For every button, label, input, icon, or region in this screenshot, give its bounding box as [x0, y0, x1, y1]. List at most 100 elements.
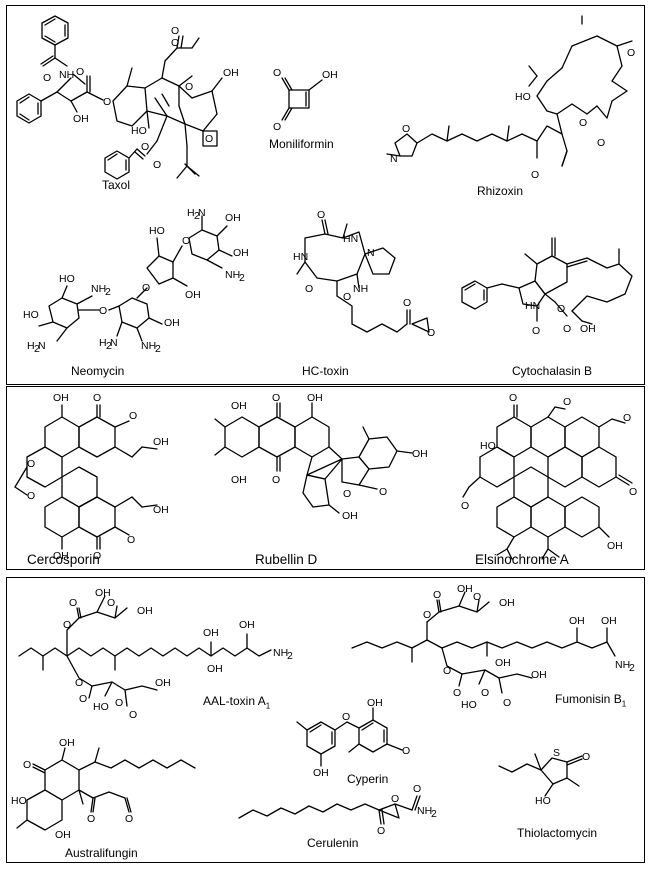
cyperin-label: Cyperin [347, 772, 389, 786]
svg-text:N: N [367, 247, 375, 259]
svg-text:OH: OH [185, 289, 201, 301]
svg-text:HO: HO [131, 125, 147, 137]
panel-2: OH O O OH OH O O OH O O OH O OH OH O OH … [6, 386, 645, 570]
svg-text:OH: OH [412, 448, 428, 460]
svg-text:HO: HO [515, 91, 531, 103]
svg-text:OH: OH [457, 583, 473, 595]
svg-text:O: O [317, 209, 325, 221]
svg-text:O: O [343, 291, 351, 303]
svg-text:O: O [402, 745, 410, 757]
svg-text:O: O [503, 697, 511, 709]
svg-text:OH: OH [137, 605, 153, 617]
svg-text:O: O [205, 133, 213, 145]
svg-text:O: O [142, 282, 150, 294]
svg-text:O: O [23, 759, 31, 771]
svg-text:N: N [38, 340, 46, 352]
svg-text:O: O [69, 597, 77, 609]
svg-text:NH: NH [615, 659, 630, 671]
cercosporin-label: Cercosporin [27, 552, 100, 567]
svg-text:O: O [557, 303, 565, 315]
svg-text:OH: OH [53, 550, 69, 562]
svg-text:NH: NH [417, 805, 432, 817]
svg-text:O: O [343, 488, 351, 500]
svg-text:O: O [305, 283, 313, 295]
hc-toxin-structure: O HN HN N O O NH O O [293, 209, 435, 339]
svg-text:HN: HN [525, 300, 540, 312]
svg-text:OH: OH [342, 510, 358, 522]
svg-text:O: O [413, 783, 421, 795]
svg-text:O: O [171, 37, 179, 49]
svg-text:OH: OH [164, 317, 180, 329]
svg-text:HO: HO [480, 440, 496, 452]
panel-1: O NH O OH O O O O OH HO O O O O O OH [6, 5, 645, 385]
svg-text:OH: OH [225, 212, 241, 224]
svg-text:O: O [473, 591, 481, 603]
svg-text:O: O [99, 305, 107, 317]
taxol-label: Taxol [102, 178, 131, 192]
australifungin-structure: OH O HO OH O O [11, 737, 196, 841]
svg-text:2: 2 [34, 343, 40, 355]
rhizoxin-structure: N O HO O O O O [386, 15, 635, 181]
svg-text:N: N [110, 337, 118, 349]
fumonisin-b1-subscript: 1 [621, 699, 627, 709]
cytochalasin-b-label: Cytochalasin B [512, 364, 593, 378]
svg-text:NH: NH [273, 647, 288, 659]
hc-toxin-label: HC-toxin [302, 364, 349, 378]
svg-text:OH: OH [153, 436, 169, 448]
svg-text:O: O [623, 412, 631, 424]
svg-text:O: O [377, 825, 385, 837]
svg-text:O: O [75, 677, 83, 689]
svg-text:O: O [423, 609, 431, 621]
svg-text:O: O [597, 137, 605, 149]
svg-text:OH: OH [155, 677, 171, 689]
svg-text:2: 2 [629, 662, 635, 674]
taxol-structure: O NH O OH O O O O OH HO O O O [16, 15, 239, 180]
cytochalasin-b-structure: HN O O O OH [461, 237, 633, 337]
cerulenin-label: Cerulenin [307, 836, 359, 850]
svg-text:O: O [453, 687, 461, 699]
aal-toxin-a1-name: AAL-toxin A [203, 694, 266, 708]
svg-text:O: O [427, 327, 435, 339]
svg-text:O: O [182, 235, 190, 247]
moniliformin-label: Moniliformin [269, 137, 334, 151]
svg-text:OH: OH [53, 392, 69, 404]
svg-text:OH: OH [322, 69, 338, 81]
svg-text:N: N [390, 153, 398, 165]
svg-text:S: S [553, 747, 560, 759]
svg-text:NH: NH [353, 283, 368, 295]
svg-text:OH: OH [307, 392, 323, 404]
svg-text:O: O [582, 751, 590, 763]
svg-text:OH: OH [59, 737, 75, 749]
svg-text:HN: HN [293, 251, 308, 263]
svg-text:HO: HO [11, 795, 27, 807]
svg-text:OH: OH [313, 767, 329, 779]
svg-text:O: O [27, 458, 35, 470]
svg-text:O: O [273, 67, 281, 79]
svg-text:2: 2 [287, 650, 293, 662]
aal-toxin-a1-structure: O OH O OH O O O OH O HO O OH OH OH NH2 [18, 587, 293, 721]
aal-toxin-a1-subscript: 1 [265, 701, 271, 711]
svg-text:O: O [125, 813, 133, 825]
svg-text:OH: OH [499, 597, 515, 609]
svg-text:HO: HO [59, 273, 75, 285]
svg-text:2: 2 [105, 286, 111, 298]
elsinochrome-a-label: Elsinochrome A [475, 552, 569, 567]
elsinochrome-a-structure: O O O HO O O OH [461, 392, 637, 560]
svg-text:H: H [187, 207, 195, 219]
svg-text:OH: OH [367, 697, 383, 709]
svg-text:OH: OH [55, 829, 71, 841]
fumonisin-b1-label: Fumonisin B1 [555, 692, 626, 708]
svg-text:N: N [198, 207, 206, 219]
svg-text:O: O [103, 96, 111, 108]
svg-text:O: O [153, 159, 161, 171]
svg-text:O: O [481, 687, 489, 699]
svg-text:O: O [63, 619, 71, 631]
svg-text:OH: OH [601, 615, 617, 627]
rubellin-d-label: Rubellin D [255, 552, 318, 567]
svg-text:O: O [509, 392, 517, 404]
svg-text:O: O [76, 66, 84, 78]
svg-text:HN: HN [343, 233, 358, 245]
svg-text:O: O [79, 693, 87, 705]
svg-text:O: O [379, 486, 387, 498]
cerulenin-structure: O O O NH2 [238, 783, 437, 837]
